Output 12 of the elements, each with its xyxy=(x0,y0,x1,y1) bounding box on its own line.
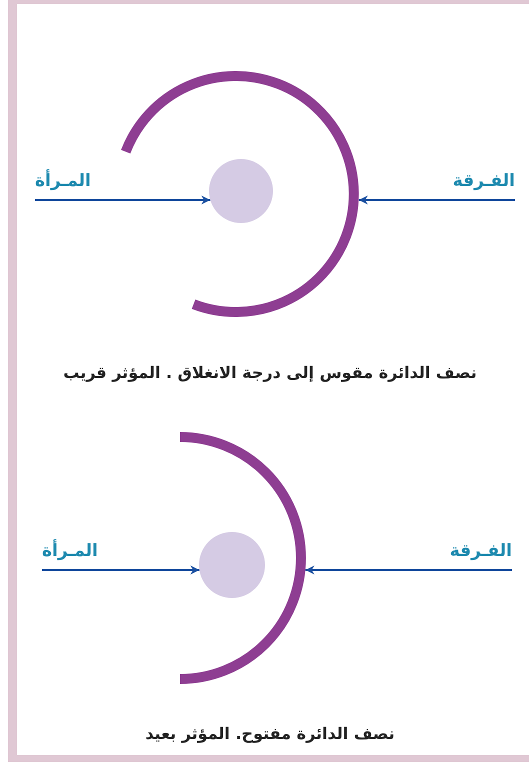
caption-text: نصف الدائرة مفتوح. المؤثر بعيد xyxy=(144,723,396,745)
arc xyxy=(180,432,306,684)
arc xyxy=(121,71,359,317)
arrow xyxy=(358,196,515,204)
caption-text: نصف الدائرة مقوس إلى درجة الانغلاق . المؤثر قريب xyxy=(62,362,478,384)
arrow-label: الفـرقة xyxy=(427,540,512,570)
arrow-label: المـرأة xyxy=(42,540,127,570)
arrow-label: المـرأة xyxy=(35,170,120,200)
arrow xyxy=(305,566,512,574)
arrow xyxy=(35,196,210,204)
arrow-label: الفـرقة xyxy=(430,170,515,200)
arrow xyxy=(42,566,200,574)
